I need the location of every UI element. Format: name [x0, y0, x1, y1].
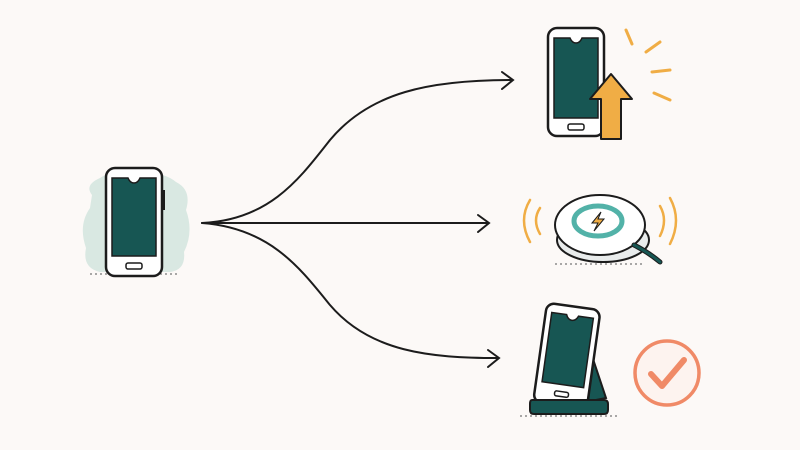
stand-base [529, 399, 609, 415]
signal-waves-right-icon [658, 196, 678, 246]
spark-lines-icon [624, 28, 672, 102]
phone-with-upgrade-arrow-icon [546, 26, 633, 140]
smartphone-icon [104, 166, 165, 278]
outcome-wireless-charging [522, 194, 678, 265]
branch-arrows [201, 71, 515, 368]
outcome-upgrade [546, 26, 672, 140]
arrow-to-upgrade [201, 79, 513, 224]
source-phone [82, 166, 190, 278]
bolt-icon [590, 211, 606, 232]
arrowhead-stand [487, 349, 501, 368]
checkmark-icon [633, 339, 701, 407]
upgrade-arrow-icon [589, 73, 633, 140]
arrow-to-stand [201, 222, 499, 359]
arrowhead-upgrade [501, 71, 515, 90]
wireless-charger-icon [554, 194, 663, 265]
phone-on-stand-with-checkmark-icon [520, 302, 620, 417]
signal-waves-left-icon [522, 198, 542, 244]
outcome-stand-approved [520, 302, 701, 417]
arrowhead-charger [477, 214, 491, 233]
